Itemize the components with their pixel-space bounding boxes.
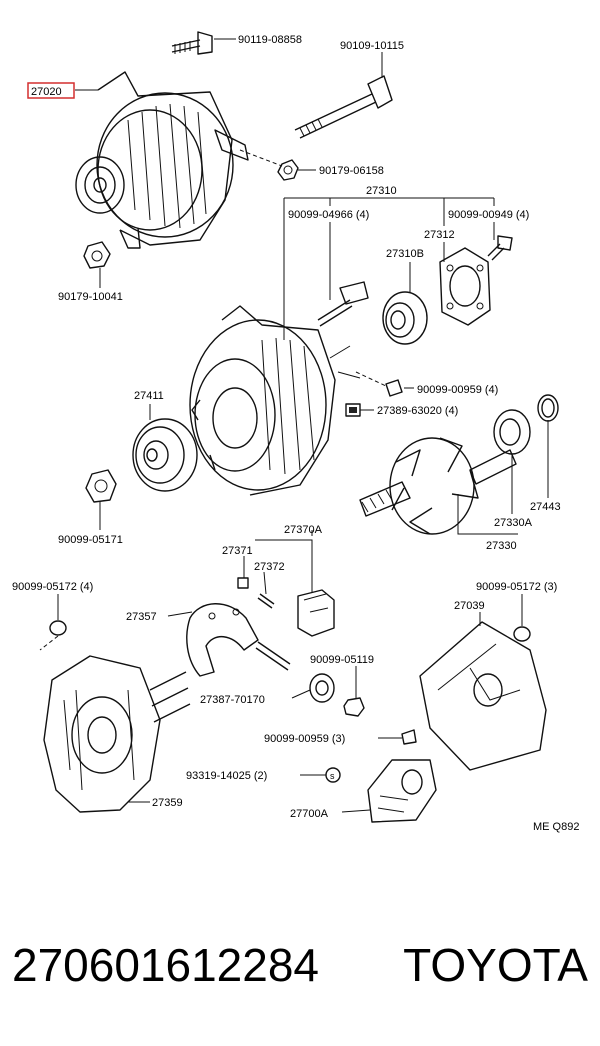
label-27372[interactable]: 27372 — [254, 561, 285, 573]
ring-27443-drawing — [537, 394, 559, 422]
bolt-90119-08858-drawing — [171, 31, 213, 55]
label-27370A[interactable]: 27370A — [284, 524, 323, 536]
screw-90099-00959-top-drawing — [355, 371, 403, 397]
label-27312[interactable]: 27312 — [424, 229, 455, 241]
label-90099-00949-4[interactable]: 90099-00949 (4) — [448, 209, 529, 221]
label-90099-05119[interactable]: 90099-05119 — [310, 654, 374, 666]
label-27387-70170[interactable]: 27387-70170 — [200, 694, 265, 706]
nut-90099-05172-left-drawing — [49, 620, 67, 636]
nut-90179-10041-drawing — [83, 241, 111, 269]
label-90099-04966[interactable]: 90099-04966 (4) — [288, 209, 369, 221]
label-27411[interactable]: 27411 — [134, 390, 164, 402]
clip-27389-63020-drawing — [345, 403, 361, 417]
pulley-27411-drawing — [132, 418, 198, 492]
label-90099-05171[interactable]: 90099-05171 — [58, 534, 123, 546]
terminal-bolt-drawing — [317, 281, 369, 327]
label-90179-06158[interactable]: 90179-06158 — [319, 165, 384, 177]
label-93319-14025[interactable]: 93319-14025 (2) — [186, 770, 267, 782]
retainer-plate-27312-drawing — [439, 247, 491, 326]
highlight-box-27020 — [27, 82, 75, 99]
svg-text:s: s — [330, 771, 335, 781]
rear-cover-27039-drawing — [419, 621, 547, 771]
label-27389-63020[interactable]: 27389-63020 (4) — [377, 405, 458, 417]
label-27310B[interactable]: 27310B — [386, 248, 424, 260]
bearing-27310B-drawing — [382, 291, 428, 345]
brand-name: TOYOTA — [403, 939, 588, 991]
footer: 270601612284 TOYOTA — [12, 938, 588, 998]
label-90099-00959-3[interactable]: 90099-00959 (3) — [264, 733, 345, 745]
leader-lines — [57, 38, 549, 813]
drive-end-frame-drawing — [189, 305, 361, 496]
alternator-assembly-drawing — [75, 71, 249, 249]
label-27310[interactable]: 27310 — [366, 185, 397, 197]
label-27700A[interactable]: 27700A — [290, 808, 329, 820]
brush-holder-parts-drawing — [237, 577, 335, 637]
label-90099-05172-4[interactable]: 90099-05172 (4) — [12, 581, 93, 593]
insulator-27387-70170-drawing — [309, 673, 335, 703]
nut-90099-05119-drawing — [343, 697, 365, 717]
washer-93319-14025-drawing: s — [325, 767, 341, 783]
part-number: 270601612284 — [12, 939, 319, 991]
label-27039[interactable]: 27039 — [454, 600, 485, 612]
reference-code: ME Q892 — [533, 821, 579, 833]
rectifier-27357-drawing — [186, 603, 291, 677]
label-90119-08858[interactable]: 90119-08858 — [238, 34, 302, 46]
rotor-27330-drawing — [359, 437, 517, 535]
label-27330[interactable]: 27330 — [486, 540, 517, 552]
label-27359[interactable]: 27359 — [152, 797, 183, 809]
regulator-27700A-drawing — [367, 759, 437, 823]
label-27357[interactable]: 27357 — [126, 611, 157, 623]
label-27443[interactable]: 27443 — [530, 501, 561, 513]
nut-90099-05171-drawing — [85, 469, 117, 503]
nut-90099-05172-right-drawing — [513, 626, 531, 642]
label-27371[interactable]: 27371 — [222, 545, 253, 557]
long-bolt-90109-10115-drawing — [294, 75, 393, 139]
label-90099-05172-3[interactable]: 90099-05172 (3) — [476, 581, 557, 593]
label-90179-10041[interactable]: 90179-10041 — [58, 291, 123, 303]
rear-end-frame-27359-drawing — [39, 635, 191, 813]
label-27020[interactable]: 27020 — [31, 86, 62, 98]
exploded-parts-diagram: s 27 — [12, 31, 579, 833]
label-90099-00959-top[interactable]: 90099-00959 (4) — [417, 384, 498, 396]
nut-90179-06158-drawing — [239, 149, 299, 181]
screw-90099-00959-lower-drawing — [401, 729, 417, 745]
label-27330A[interactable]: 27330A — [494, 517, 533, 529]
screw-90099-00949-drawing — [487, 235, 513, 261]
label-90109-10115[interactable]: 90109-10115 — [340, 40, 404, 52]
bearing-27330A-drawing — [493, 409, 531, 455]
